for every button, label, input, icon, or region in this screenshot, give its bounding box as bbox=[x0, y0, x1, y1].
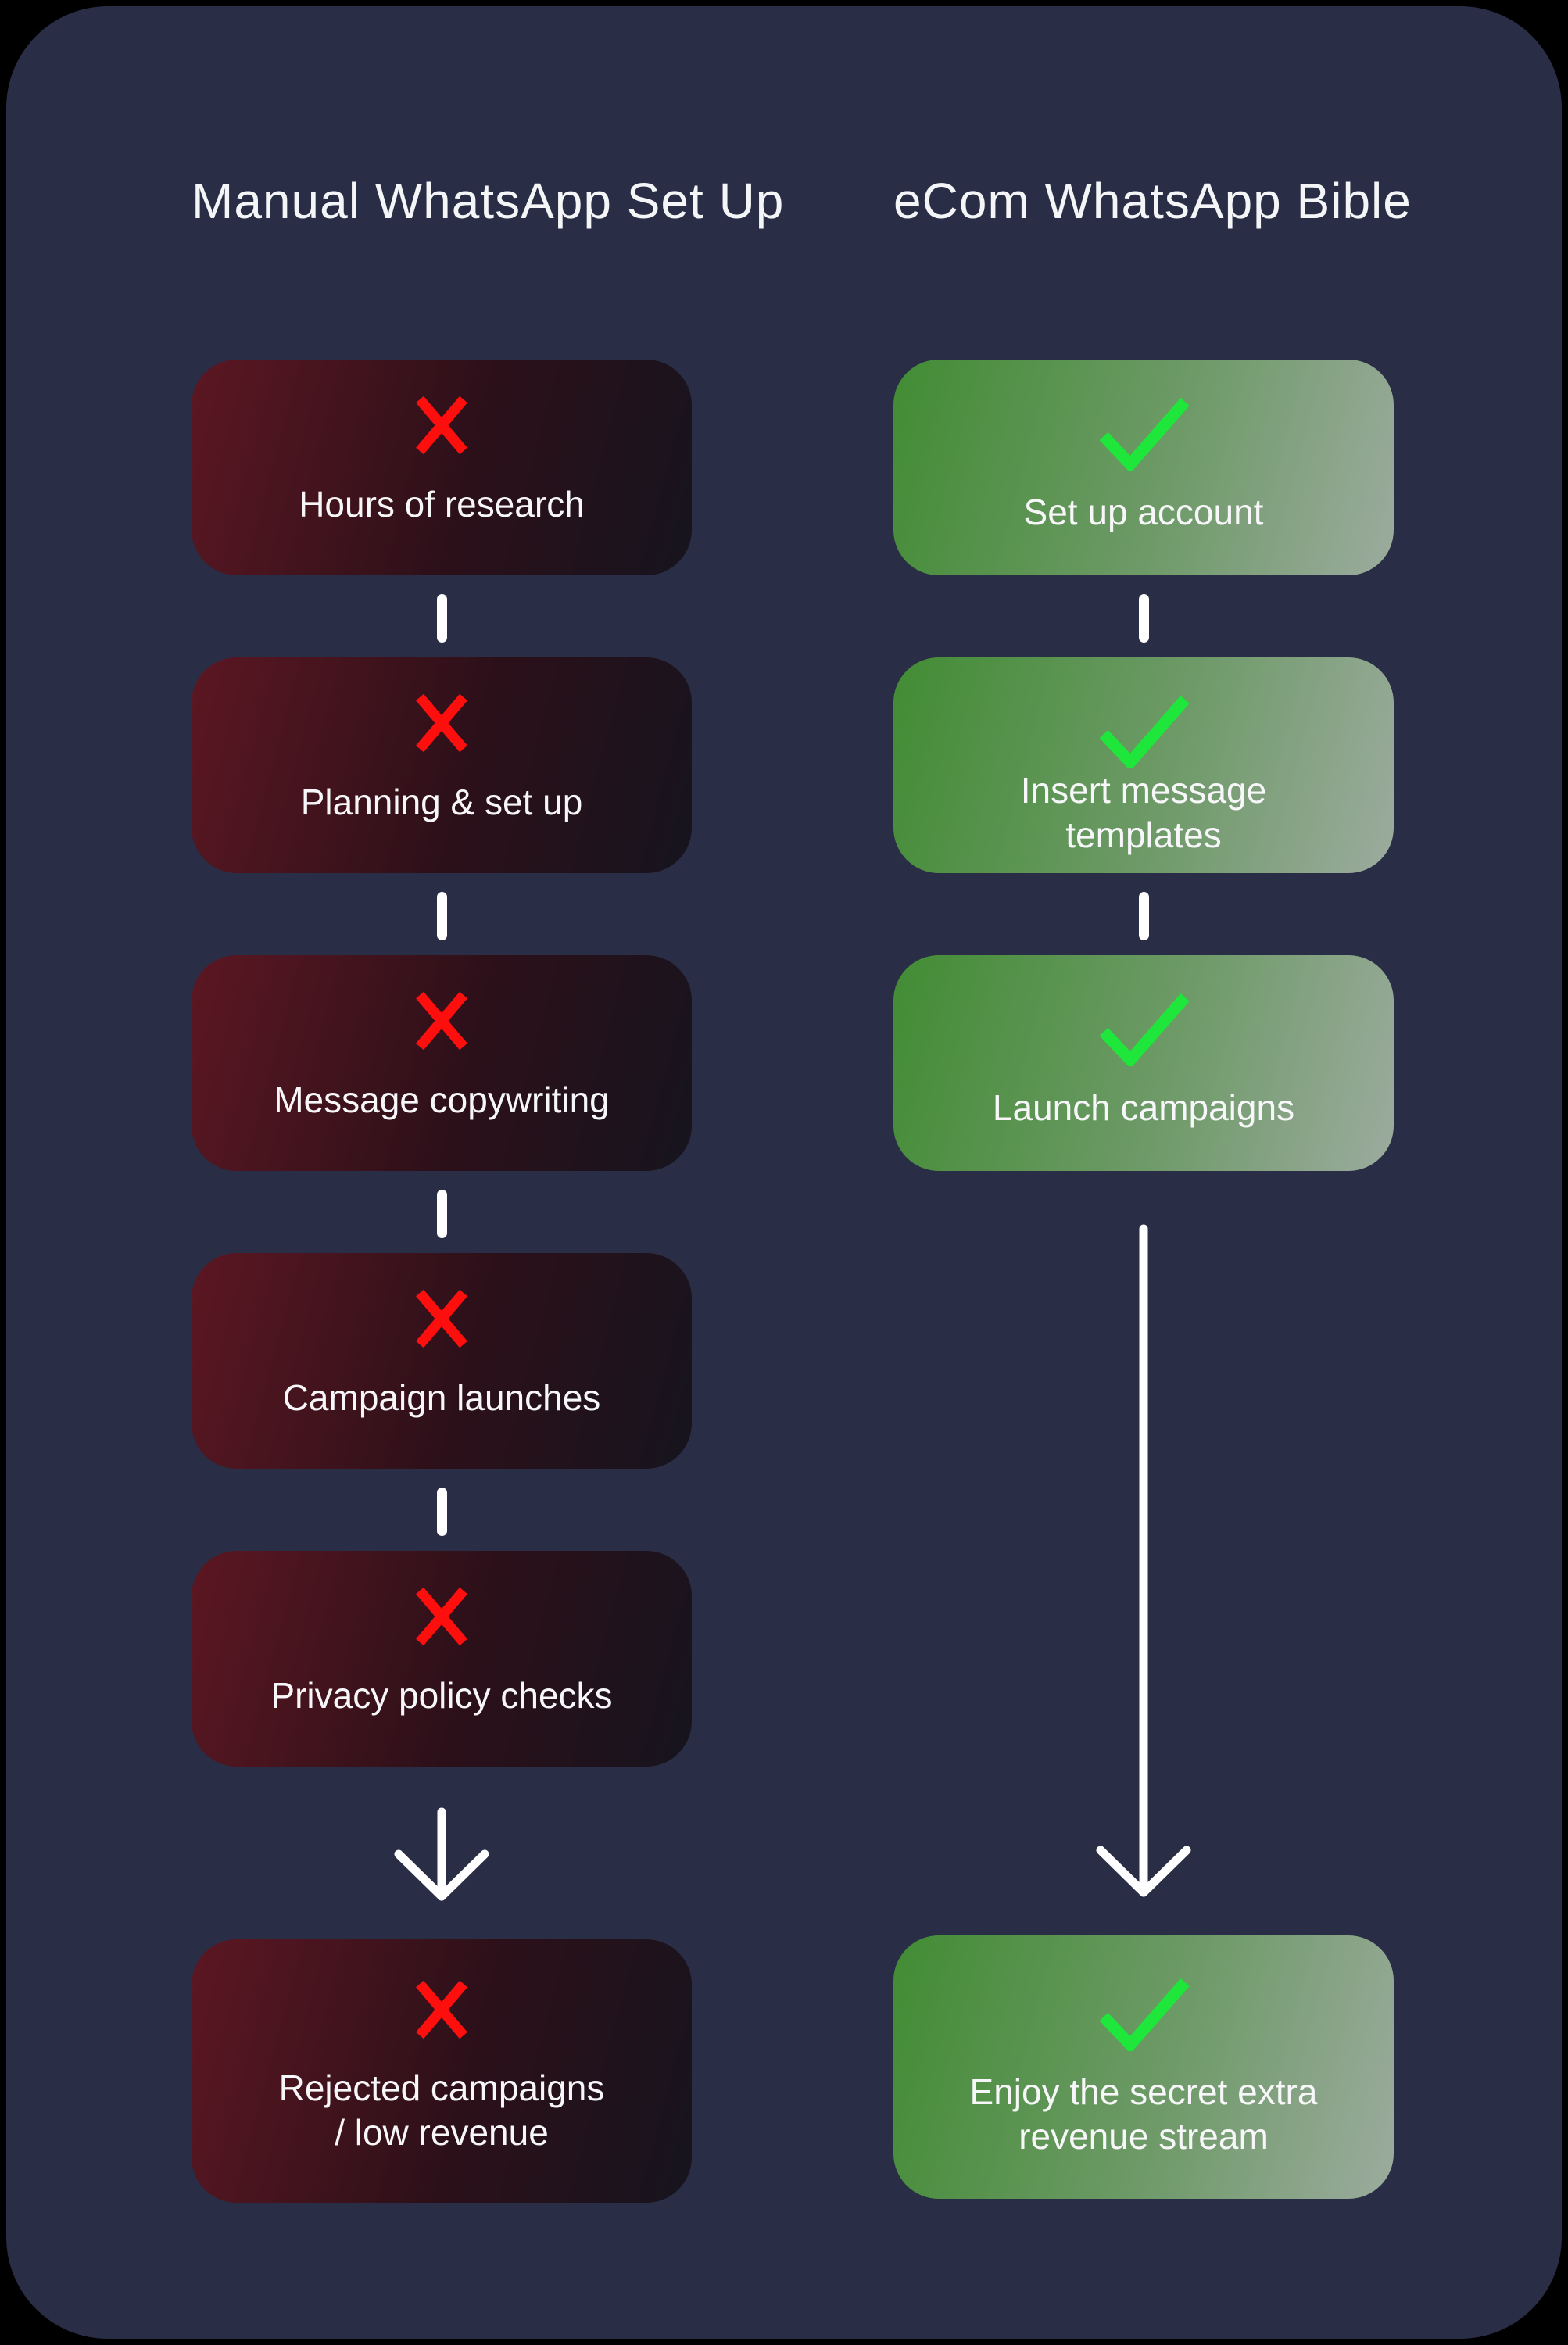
connector-line bbox=[1138, 594, 1149, 643]
step-box: Set up account bbox=[893, 360, 1394, 575]
column-heading-ecom: eCom WhatsApp Bible bbox=[893, 173, 1412, 229]
step-box: Privacy policy checks bbox=[192, 1551, 692, 1767]
x-icon bbox=[416, 1289, 467, 1348]
connector-line bbox=[436, 1488, 447, 1536]
step-label: Campaign launches bbox=[282, 1377, 601, 1418]
infographic-panel: Manual WhatsApp Set Up eCom WhatsApp Bib… bbox=[6, 6, 1562, 2339]
manual-column: Hours of research Planning & set up Mess… bbox=[192, 360, 692, 2203]
check-icon bbox=[1099, 993, 1190, 1066]
result-label: Enjoy the secret extra revenue stream bbox=[969, 2071, 1318, 2157]
connector-line bbox=[436, 594, 447, 643]
step-box: Launch campaigns bbox=[893, 955, 1394, 1171]
connector-line bbox=[436, 892, 447, 940]
step-label: Hours of research bbox=[299, 483, 585, 524]
step-label: Set up account bbox=[1023, 491, 1264, 532]
step-box: Insert message templates bbox=[893, 657, 1394, 873]
step-box: Campaign launches bbox=[192, 1253, 692, 1469]
result-label: Rejected campaigns / low revenue bbox=[278, 2067, 605, 2153]
x-icon bbox=[416, 1587, 467, 1646]
check-icon bbox=[1099, 696, 1190, 768]
step-label: Insert message templates bbox=[1020, 770, 1267, 855]
step-label: Planning & set up bbox=[300, 781, 583, 822]
x-icon bbox=[416, 1980, 467, 2039]
ecom-column: Set up account Insert message templates … bbox=[893, 360, 1394, 2199]
step-label: Launch campaigns bbox=[992, 1087, 1295, 1128]
step-box: Planning & set up bbox=[192, 657, 692, 873]
step-label: Privacy policy checks bbox=[270, 1674, 613, 1716]
check-icon bbox=[1099, 1978, 1190, 2051]
x-icon bbox=[416, 693, 467, 753]
down-arrow-icon bbox=[394, 1807, 489, 1901]
step-box: Message copywriting bbox=[192, 955, 692, 1171]
result-box: Enjoy the secret extra revenue stream bbox=[893, 1935, 1394, 2199]
connector-line bbox=[436, 1190, 447, 1238]
result-box: Rejected campaigns / low revenue bbox=[192, 1939, 692, 2203]
column-heading-manual: Manual WhatsApp Set Up bbox=[192, 173, 785, 229]
step-box: Hours of research bbox=[192, 360, 692, 575]
check-icon bbox=[1099, 398, 1190, 471]
down-arrow-icon bbox=[1096, 1224, 1191, 1897]
x-icon bbox=[416, 396, 467, 455]
step-label: Message copywriting bbox=[274, 1079, 610, 1120]
connector-line bbox=[1138, 892, 1149, 940]
x-icon bbox=[416, 991, 467, 1051]
